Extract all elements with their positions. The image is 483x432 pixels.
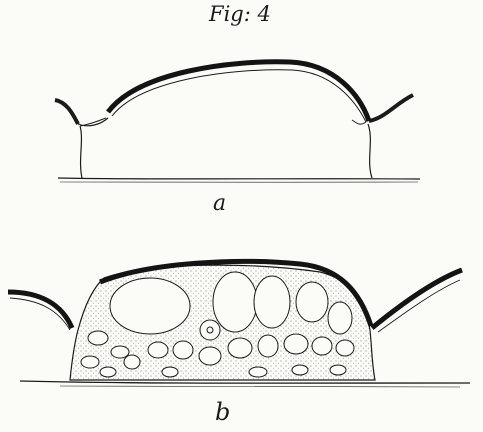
panel-a-left-wall — [80, 126, 82, 178]
panel-b-right-flap — [372, 270, 462, 328]
panel-a-right-tip — [369, 95, 413, 121]
panel-a-right-wall — [368, 124, 372, 178]
panel-b-label: b — [215, 398, 230, 426]
panel-a-baseline — [58, 178, 420, 179]
panel-b-drawing — [8, 261, 470, 387]
panel-a-label: a — [213, 191, 226, 216]
panel-b-left-flap — [8, 292, 72, 328]
panel-a-drawing — [55, 62, 420, 183]
panel-a-left-tip — [55, 100, 78, 124]
figure-title: Fig: 4 — [209, 2, 271, 26]
panel-b-baseline — [20, 381, 470, 383]
